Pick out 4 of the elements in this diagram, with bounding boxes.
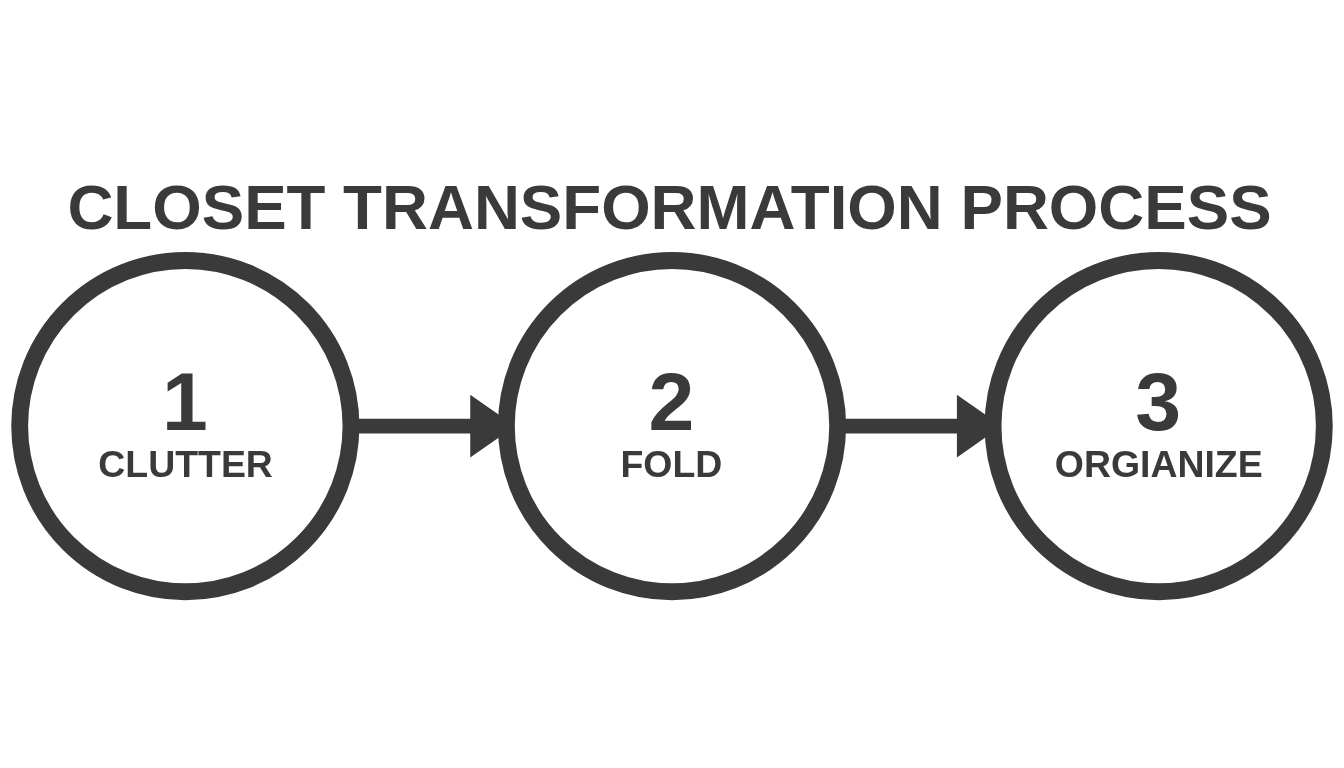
node-circle: 2 FOLD bbox=[497, 252, 847, 601]
node-circle: 1 CLUTTER bbox=[11, 252, 360, 601]
diagram-title: CLOSET TRANSFORMATION PROCESS bbox=[67, 171, 1272, 243]
node-circle: 3 ORGIANIZE bbox=[984, 252, 1333, 601]
